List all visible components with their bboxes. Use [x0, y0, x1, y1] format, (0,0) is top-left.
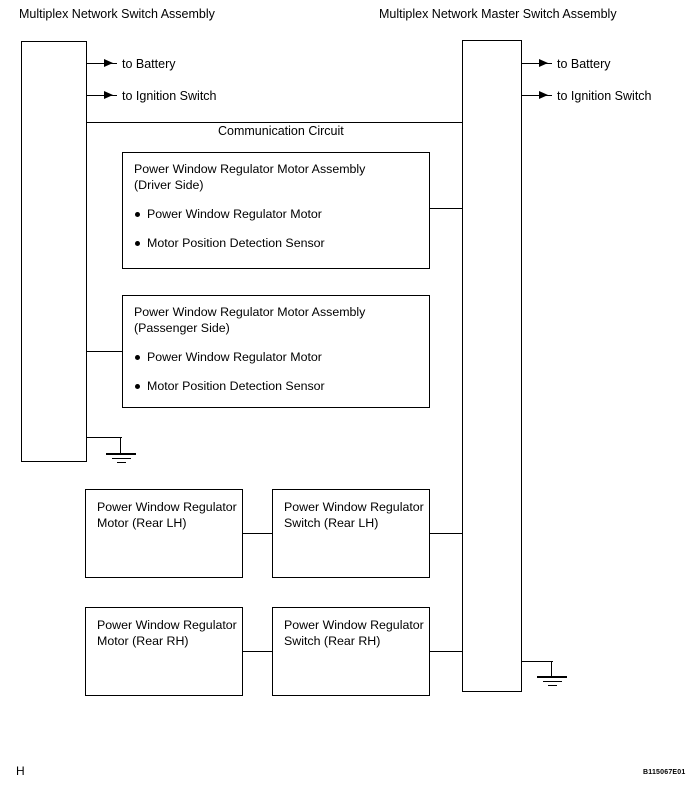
rear-rh-switch-box[interactable]: Power Window Regulator Switch (Rear RH) — [272, 607, 430, 696]
rear-rh-motor-line1: Power Window Regulator — [97, 618, 237, 632]
rear-lh-motor-line2: Motor (Rear LH) — [97, 515, 187, 530]
rear-rh-motor-to-switch-wire — [243, 651, 272, 653]
right-lead-label-battery: to Battery — [557, 57, 611, 71]
driver-box-bullet-list: Power Window Regulator Motor Motor Posit… — [134, 207, 429, 251]
rear-rh-switch-line1: Power Window Regulator — [284, 618, 424, 632]
passenger-box-bullet-sensor: Motor Position Detection Sensor — [134, 379, 429, 394]
passenger-box-bullet-list: Power Window Regulator Motor Motor Posit… — [134, 350, 429, 394]
right-assembly-title: Multiplex Network Master Switch Assembly — [379, 7, 617, 21]
rear-rh-switch-to-master-wire — [430, 651, 463, 653]
rear-rh-motor-line2: Motor (Rear RH) — [97, 633, 189, 648]
driver-box-to-master-wire — [430, 208, 463, 210]
section-letter: H — [16, 764, 25, 778]
rear-lh-switch-line1: Power Window Regulator — [284, 500, 424, 514]
right-ground-symbol — [537, 676, 567, 687]
rear-rh-switch-line2: Switch (Rear RH) — [284, 633, 381, 648]
left-assembly-title: Multiplex Network Switch Assembly — [19, 7, 215, 21]
passenger-box-title-line2: (Passenger Side) — [134, 320, 230, 335]
driver-box-bullet-sensor: Motor Position Detection Sensor — [134, 236, 429, 251]
left-battery-lead-wire — [87, 63, 117, 65]
right-battery-lead-wire — [522, 63, 552, 65]
passenger-box-bullet-motor: Power Window Regulator Motor — [134, 350, 429, 365]
driver-box-title-line2: (Driver Side) — [134, 177, 204, 192]
communication-circuit-label: Communication Circuit — [218, 124, 344, 138]
right-ignition-lead-wire — [522, 95, 552, 97]
rear-lh-motor-to-switch-wire — [243, 533, 272, 535]
right-battery-arrow-icon — [539, 59, 548, 67]
left-ground-horizontal-wire — [87, 437, 122, 439]
driver-box-bullet-motor: Power Window Regulator Motor — [134, 207, 429, 222]
right-ignition-arrow-icon — [539, 91, 548, 99]
right-ground-vertical-wire — [551, 661, 553, 677]
left-ground-vertical-wire — [120, 437, 122, 454]
multiplex-network-switch-assembly-bar[interactable] — [21, 41, 87, 462]
right-lead-label-ignition: to Ignition Switch — [557, 89, 652, 103]
communication-circuit-wire — [86, 122, 463, 124]
left-ignition-lead-wire — [87, 95, 117, 97]
passenger-side-motor-assembly-box[interactable]: Power Window Regulator Motor Assembly (P… — [122, 295, 430, 408]
passenger-box-title-line1: Power Window Regulator Motor Assembly — [134, 305, 366, 319]
rear-lh-switch-line2: Switch (Rear LH) — [284, 515, 379, 530]
driver-side-motor-assembly-box[interactable]: Power Window Regulator Motor Assembly (D… — [122, 152, 430, 269]
rear-rh-motor-box[interactable]: Power Window Regulator Motor (Rear RH) — [85, 607, 243, 696]
left-ignition-arrow-icon — [104, 91, 113, 99]
left-battery-arrow-icon — [104, 59, 113, 67]
passenger-box-to-left-assembly-wire — [87, 351, 123, 353]
left-ground-symbol — [106, 453, 136, 464]
rear-lh-motor-box[interactable]: Power Window Regulator Motor (Rear LH) — [85, 489, 243, 578]
rear-lh-motor-line1: Power Window Regulator — [97, 500, 237, 514]
figure-code: B115067E01 — [643, 769, 686, 776]
left-lead-label-ignition: to Ignition Switch — [122, 89, 217, 103]
rear-lh-switch-box[interactable]: Power Window Regulator Switch (Rear LH) — [272, 489, 430, 578]
driver-box-title-line1: Power Window Regulator Motor Assembly — [134, 162, 366, 176]
right-ground-horizontal-wire — [521, 661, 553, 663]
rear-lh-switch-to-master-wire — [430, 533, 463, 535]
left-lead-label-battery: to Battery — [122, 57, 176, 71]
multiplex-network-master-switch-assembly-bar[interactable] — [462, 40, 522, 692]
